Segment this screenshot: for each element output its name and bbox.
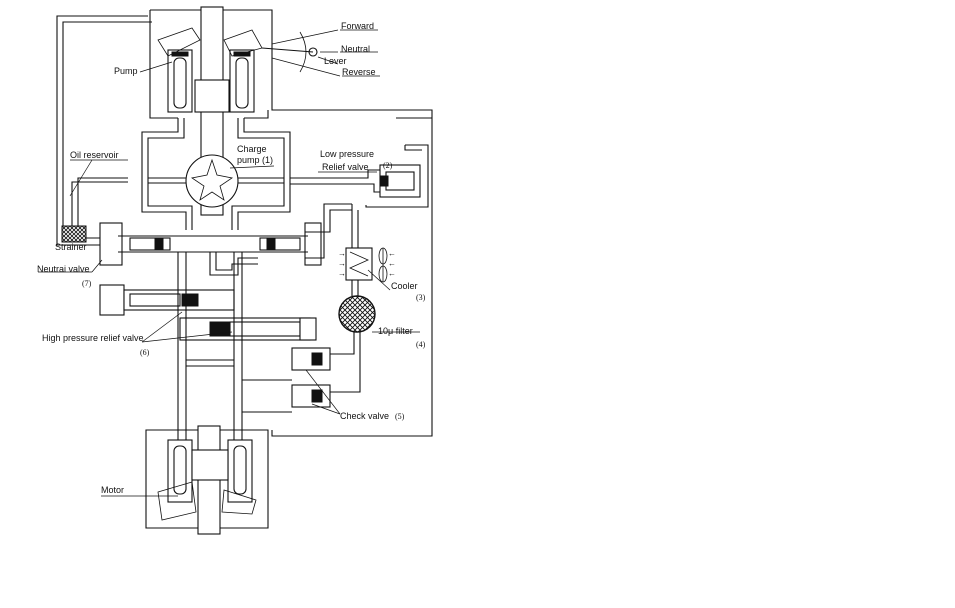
- svg-text:←: ←: [388, 259, 396, 268]
- label-strainer: Strainer: [55, 242, 87, 252]
- svg-text:→: →: [338, 259, 346, 268]
- label-charge-pump-2: pump (1): [237, 155, 273, 165]
- housing-outline: [145, 9, 433, 529]
- charge-pump-loop: [141, 118, 291, 230]
- neutral-valve-block: [99, 222, 322, 276]
- check-valves: [291, 347, 331, 408]
- label-low-pressure-2: Relief valve: [322, 162, 369, 172]
- control-lever: [261, 29, 341, 77]
- label-oil-reservoir: Oil reservoir: [70, 150, 119, 160]
- label-neutral-valve: Neutrai valve: [37, 264, 90, 274]
- reservoir-line: [56, 15, 152, 246]
- label-pump: Pump: [114, 66, 138, 76]
- strainer-element: [61, 225, 87, 243]
- svg-text:←: ←: [388, 249, 396, 258]
- high-pressure-relief-valves: [99, 284, 317, 341]
- label-cooler: Cooler: [391, 281, 418, 291]
- pump-unit: [157, 27, 263, 113]
- cooler-airflow-arrows: → → → ← ← ←: [338, 249, 396, 278]
- filter-10-micron: [320, 280, 376, 393]
- cooler-loop: [305, 203, 359, 259]
- motor-unit: [157, 425, 257, 535]
- label-high-pressure-num: (6): [140, 348, 150, 357]
- label-filter-num: (4): [416, 340, 426, 349]
- label-motor: Motor: [101, 485, 124, 495]
- low-pressure-relief-valve: [290, 117, 432, 208]
- cooler: → → → ← ← ←: [338, 247, 396, 283]
- label-check-valve-num: (5): [395, 412, 405, 421]
- label-forward: Forward: [341, 21, 374, 31]
- leader-lines: [38, 29, 420, 497]
- label-reverse: Reverse: [342, 67, 376, 77]
- svg-text:→: →: [338, 269, 346, 278]
- label-low-pressure-num: (2): [383, 161, 393, 170]
- svg-text:→: →: [338, 249, 346, 258]
- label-neutral: Neutral: [341, 44, 370, 54]
- label-high-pressure: High pressure relief valve: [42, 333, 144, 343]
- label-neutral-valve-num: (7): [82, 279, 92, 288]
- svg-text:←: ←: [388, 269, 396, 278]
- label-cooler-num: (3): [416, 293, 426, 302]
- label-charge-pump-1: Charge: [237, 144, 267, 154]
- label-filter: 10μ filter: [378, 326, 413, 336]
- main-lines-to-motor: [177, 252, 292, 440]
- label-check-valve: Check valve: [340, 411, 389, 421]
- label-lever: Lever: [324, 56, 347, 66]
- label-low-pressure-1: Low pressure: [320, 149, 374, 159]
